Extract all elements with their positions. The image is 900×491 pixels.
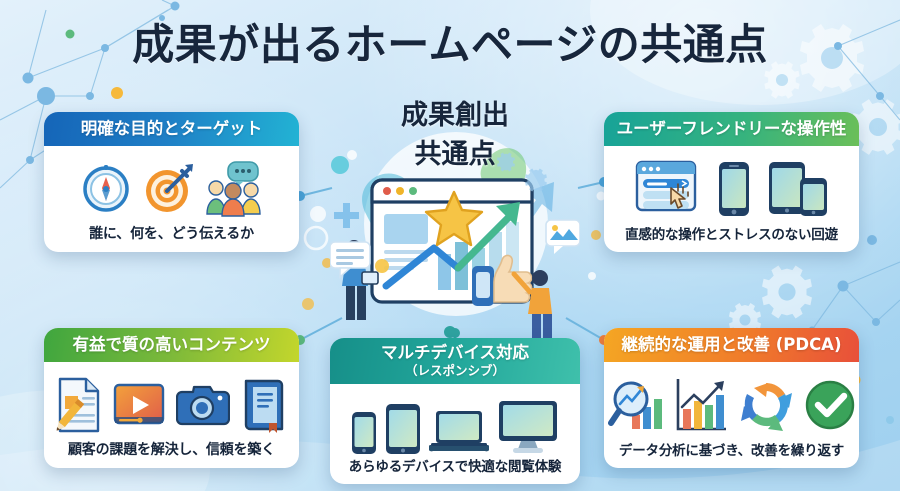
card-title: ユーザーフレンドリーな操作性 [616, 118, 847, 138]
compass-icon [82, 164, 129, 212]
book-icon [244, 379, 284, 433]
network-nodes [886, 416, 894, 424]
image-bubble-icon [545, 219, 580, 254]
card-clear-purpose[interactable]: 明確な目的とターゲット [44, 112, 299, 252]
card-icon-row [56, 370, 287, 439]
card-body: データ分析に基づき、改善を繰り返す [604, 362, 859, 468]
card-header: マルチデバイス対応 （レスポンシブ） [330, 338, 580, 384]
card-caption: 顧客の課題を解決し、信頼を築く [68, 442, 275, 458]
laptop-icon [429, 411, 489, 452]
network-nodes [65, 29, 75, 39]
card-subtitle: （レスポンシブ） [404, 362, 505, 378]
page-title: 成果が出るホームページの共通点 [132, 20, 768, 69]
gear-icon [729, 24, 900, 337]
smartphone-icon [718, 161, 749, 216]
chat-bubble-icon [330, 241, 371, 279]
card-caption: 直感的な操作とストレスのない回遊 [625, 227, 838, 243]
card-header: 継続的な運用と改善 (PDCA) [604, 328, 859, 362]
browser-cursor-icon [635, 160, 696, 211]
card-icon-row [80, 154, 264, 223]
smartphone-icon [352, 412, 376, 454]
card-title: 明確な目的とターゲット [80, 118, 263, 138]
hub-illustration [330, 132, 580, 346]
card-multi-device[interactable]: マルチデバイス対応 （レスポンシブ） [330, 338, 580, 484]
tablet-icon [386, 404, 420, 454]
check-circle-icon [805, 380, 854, 429]
browser-window-illustration [370, 178, 534, 304]
card-icon-row [635, 154, 829, 223]
card-body: あらゆるデバイスで快適な閲覧体験 [330, 384, 580, 484]
card-user-friendly[interactable]: ユーザーフレンドリーな操作性 [604, 112, 859, 252]
video-player-icon [113, 383, 165, 424]
thumbs-up-icon [472, 254, 533, 306]
gear-icon [497, 152, 547, 192]
desktop-monitor-icon [499, 401, 557, 453]
hub-title-line2: 共通点 [414, 139, 496, 171]
card-header: 有益で質の高いコンテンツ [44, 328, 299, 362]
magnifier-chart-icon [607, 381, 662, 429]
card-header: 明確な目的とターゲット [44, 112, 299, 146]
card-title: 有益で質の高いコンテンツ [72, 334, 271, 354]
pdca-cycle-icon [740, 382, 792, 431]
people-speech-icon [205, 160, 261, 217]
card-caption: あらゆるデバイスで快適な閲覧体験 [348, 459, 562, 475]
person-figure [511, 270, 552, 346]
network-nodes [111, 87, 123, 99]
card-pdca[interactable]: 継続的な運用と改善 (PDCA) [604, 328, 859, 468]
card-title: マルチデバイス対応 [380, 343, 529, 363]
hub-title-line1: 成果創出 [401, 100, 509, 131]
card-icon-row [607, 370, 856, 439]
card-body: 顧客の課題を解決し、信頼を築く [44, 362, 299, 468]
network-nodes [22, 1, 180, 164]
network-nodes [808, 42, 884, 334]
center-hub: 成果創出 共通点 [330, 96, 580, 346]
hub-title: 成果創出 共通点 [330, 96, 580, 174]
card-quality-content[interactable]: 有益で質の高いコンテンツ [44, 328, 299, 468]
document-pencil-icon [56, 377, 100, 432]
camera-icon [176, 385, 230, 425]
tablet-phone-icon [768, 161, 827, 216]
card-caption: 誰に、何を、どう伝えるか [89, 226, 254, 242]
card-title: 継続的な運用と改善 (PDCA) [621, 334, 842, 354]
network-nodes [867, 235, 877, 245]
card-icon-row [351, 390, 559, 455]
bar-line-chart-icon [676, 378, 726, 430]
card-body: 誰に、何を、どう伝えるか [44, 146, 299, 252]
card-caption: データ分析に基づき、改善を繰り返す [618, 443, 845, 459]
target-arrow-icon [145, 163, 193, 212]
card-header: ユーザーフレンドリーな操作性 [604, 112, 859, 146]
card-body: 直感的な操作とストレスのない回遊 [604, 146, 859, 252]
decorative-shapes [302, 150, 606, 310]
